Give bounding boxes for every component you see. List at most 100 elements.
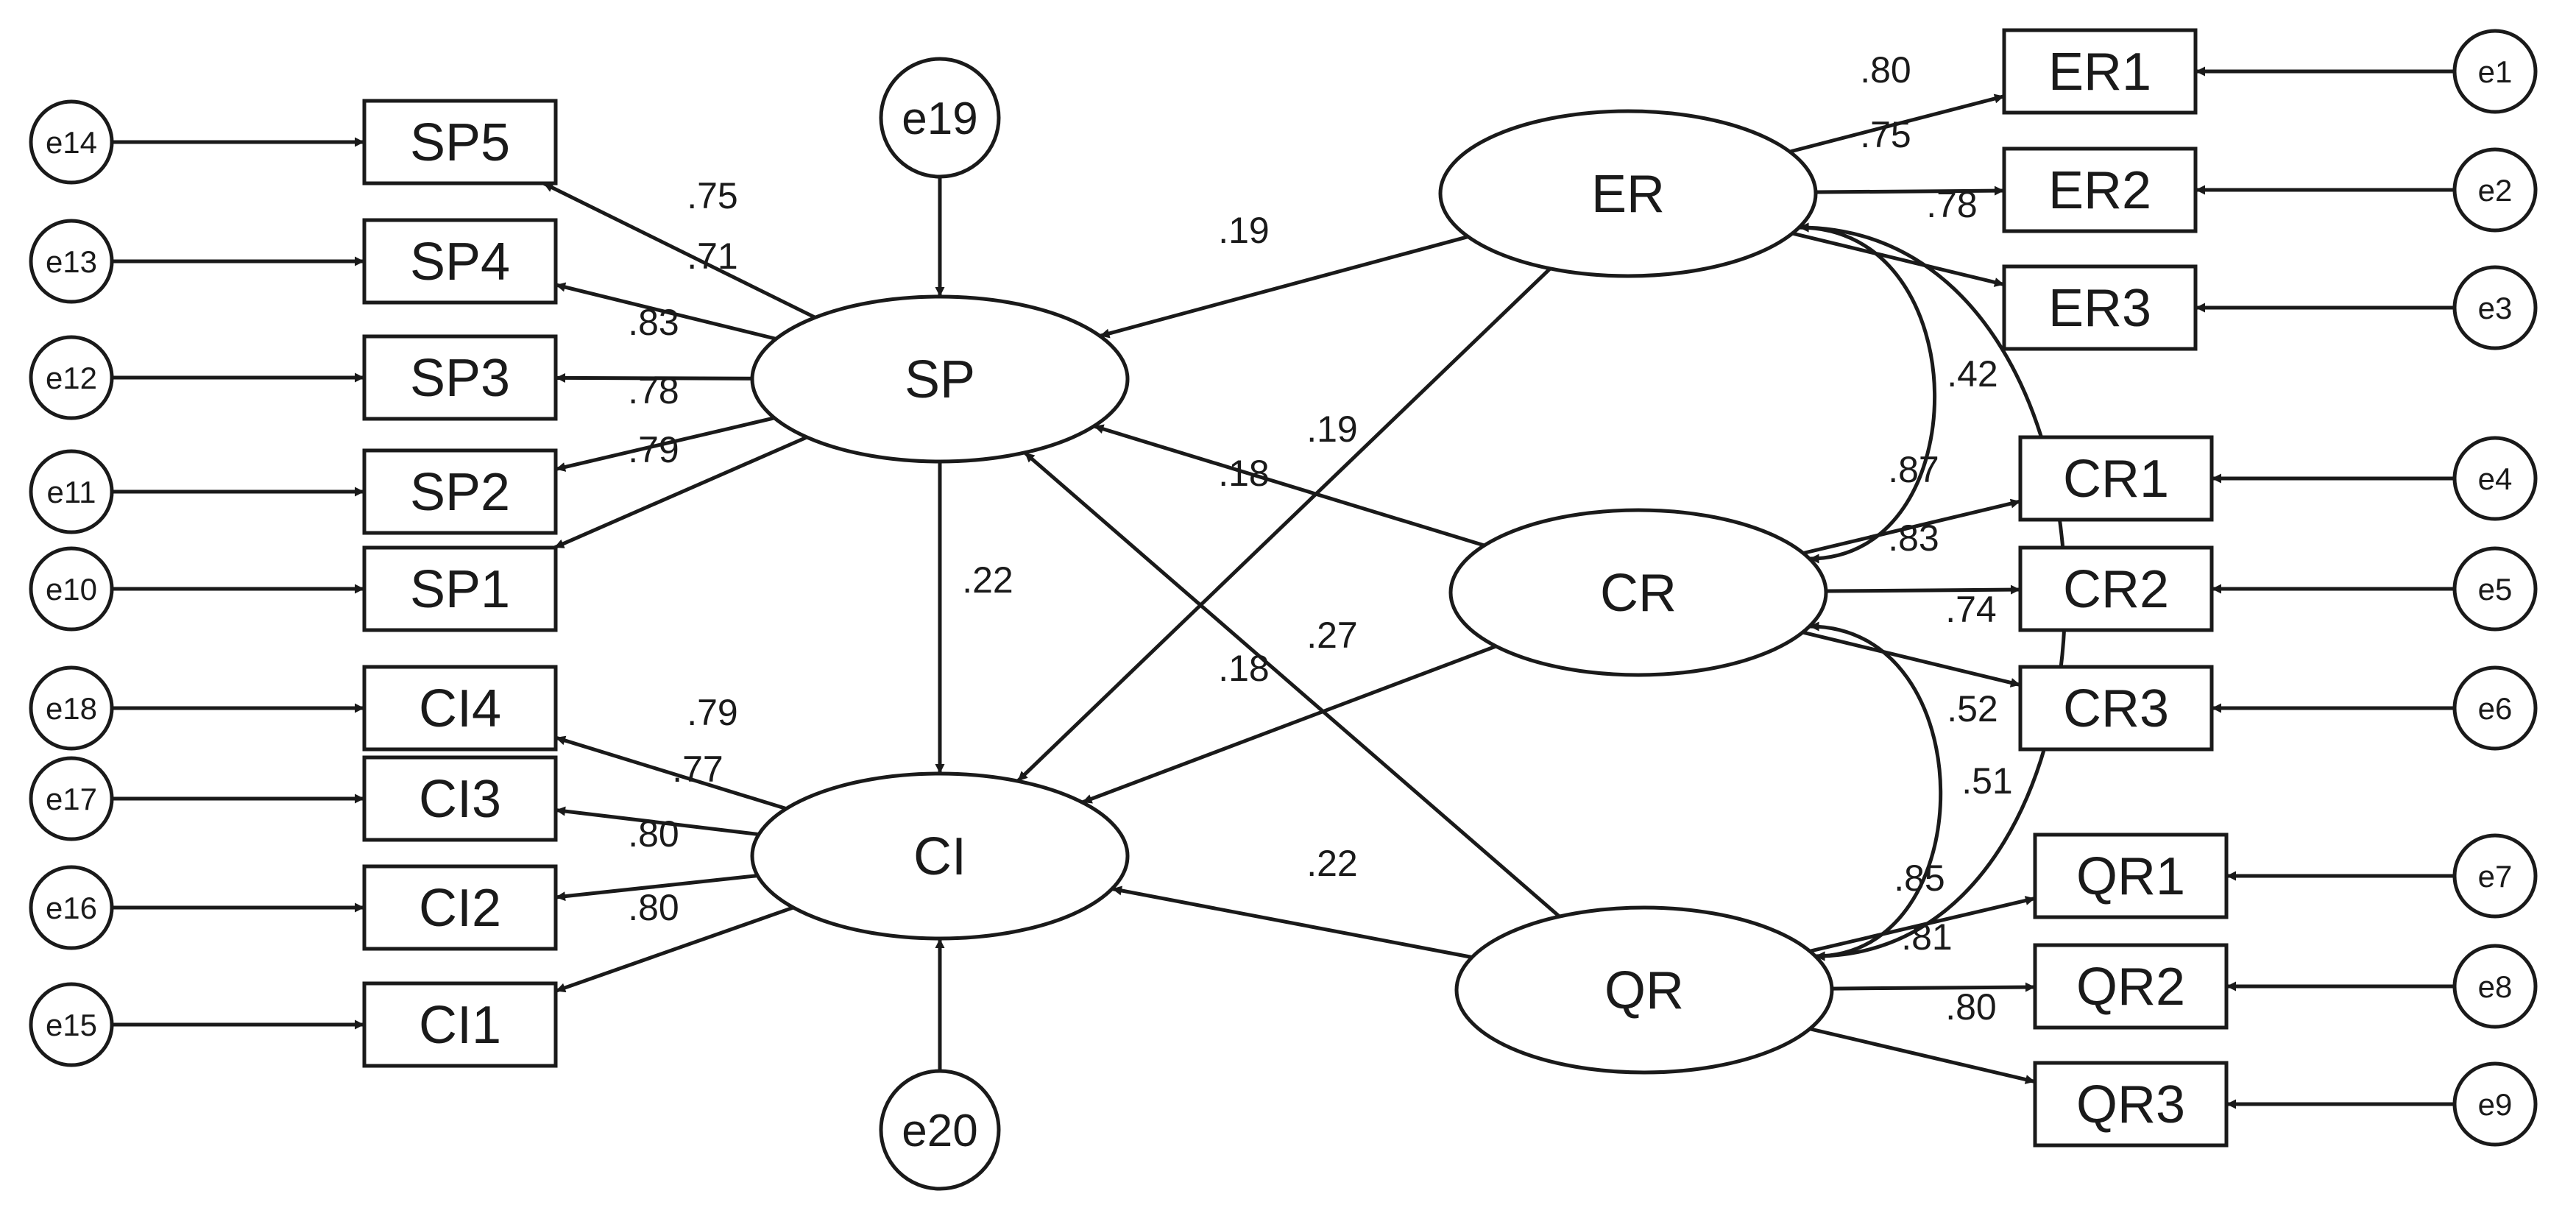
indicator-label: ER3 [2048, 279, 2151, 338]
loading-arrow-CI2 [555, 874, 758, 902]
indicator-label: QR1 [2076, 847, 2185, 906]
path-coef-sp-ci: .22 [962, 559, 1013, 601]
latent-ellipse [750, 771, 1130, 941]
indicator-cr1: CR1 [2018, 435, 2214, 522]
indicator-box [362, 981, 558, 1068]
error-label: e7 [2478, 859, 2513, 894]
error-e6: e6 [2452, 665, 2538, 751]
loading-arrow-SP2 [555, 416, 775, 472]
indicator-box [362, 665, 558, 752]
error-label: e15 [46, 1008, 97, 1042]
indicator-box [362, 334, 558, 421]
error-label: e6 [2478, 691, 2513, 726]
loading-arrow-CI1 [555, 905, 794, 993]
loading-value-QR1: .85 [1894, 858, 1945, 899]
loading-value-SP3: .83 [628, 302, 679, 343]
error-e11: e11 [29, 449, 114, 534]
indicator-box [2033, 1061, 2229, 1148]
indicator-ci3: CI3 [362, 755, 558, 842]
loading-value-ER2: .75 [1860, 114, 1911, 155]
error-label: e8 [2478, 969, 2513, 1004]
error-circle [879, 1069, 1001, 1191]
latent-label: ER [1591, 165, 1665, 224]
error-circle [29, 449, 114, 534]
loading-value-CR2: .83 [1888, 517, 1939, 559]
indicator-sp1: SP1 [362, 545, 558, 632]
loading-arrow-CI4 [555, 735, 788, 811]
indicator-cr2: CR2 [2018, 545, 2214, 632]
indicator-box [362, 755, 558, 842]
indicator-sp2: SP2 [362, 448, 558, 535]
indicator-box [2002, 264, 2198, 351]
indicator-box [362, 864, 558, 951]
error-circle [29, 756, 114, 841]
error-e8: e8 [2452, 944, 2538, 1029]
error-circle [2452, 833, 2538, 919]
error-label: e17 [46, 782, 97, 816]
latent-qr: QR [1454, 905, 1834, 1075]
indicator-label: CI3 [419, 770, 501, 829]
error-e7: e7 [2452, 833, 2538, 919]
error-e9: e9 [2452, 1061, 2538, 1147]
indicator-ci2: CI2 [362, 864, 558, 951]
path-arrow-er-sp [1099, 235, 1469, 339]
error-e5: e5 [2452, 546, 2538, 632]
error-e1: e1 [2452, 29, 2538, 114]
error-e16: e16 [29, 865, 114, 950]
loading-value-ER3: .78 [1926, 184, 1978, 225]
error-label: e3 [2478, 291, 2513, 325]
error-e13: e13 [29, 219, 114, 304]
error-label: e14 [46, 125, 97, 160]
error-label: e11 [47, 475, 96, 509]
indicator-box [2018, 435, 2214, 522]
indicator-sp4: SP4 [362, 218, 558, 305]
loading-value-SP5: .75 [687, 175, 738, 216]
indicator-box [362, 545, 558, 632]
error-label: e18 [46, 691, 97, 726]
indicator-label: QR3 [2076, 1075, 2185, 1134]
indicator-label: SP4 [410, 233, 510, 291]
loading-value-SP4: .71 [687, 236, 738, 277]
loading-arrow-CR3 [1802, 630, 2021, 687]
path-coef-qr-sp: .18 [1218, 648, 1270, 689]
indicator-er1: ER1 [2002, 28, 2198, 115]
indicator-label: CR3 [2063, 679, 2169, 738]
covariance-arc-er-cr [1799, 222, 1937, 564]
path-arrow-qr-sp [1023, 451, 1561, 918]
error-e18: e18 [29, 665, 114, 751]
indicator-box [2002, 28, 2198, 115]
indicator-label: ER2 [2048, 161, 2151, 220]
error-circle [2452, 1061, 2538, 1147]
loading-arrow-QR2 [1831, 982, 2036, 992]
indicator-er2: ER2 [2002, 146, 2198, 233]
error-circle [29, 99, 114, 185]
latent-sp: SP [750, 294, 1130, 464]
error-circle [2452, 436, 2538, 521]
indicator-er3: ER3 [2002, 264, 2198, 351]
error-e4: e4 [2452, 436, 2538, 521]
error-circle [2452, 665, 2538, 751]
indicator-cr3: CR3 [2018, 665, 2214, 752]
error-circle [2452, 29, 2538, 114]
path-coef-er-ci: .19 [1306, 409, 1358, 450]
indicator-qr2: QR2 [2033, 943, 2229, 1030]
loading-arrow-CR2 [1825, 584, 2021, 595]
loading-arrow-CI3 [555, 806, 760, 837]
indicator-ci1: CI1 [362, 981, 558, 1068]
error-circle [29, 665, 114, 751]
latent-label: CR [1600, 564, 1677, 623]
error-circle [2452, 944, 2538, 1029]
loading-arrow-SP5 [542, 181, 816, 319]
indicator-box [362, 448, 558, 535]
path-arrow-cr-sp [1093, 424, 1485, 548]
indicator-label: SP5 [410, 113, 510, 172]
path-coef-er-sp: .19 [1218, 210, 1270, 251]
indicator-qr3: QR3 [2033, 1061, 2229, 1148]
loading-value-CI3: .77 [672, 749, 723, 790]
error-label: e2 [2478, 173, 2513, 208]
latent-label: CI [913, 827, 966, 886]
indicator-box [2018, 665, 2214, 752]
path-coef-cr-sp: .18 [1218, 453, 1270, 494]
path-arrow-qr-ci [1111, 886, 1473, 959]
